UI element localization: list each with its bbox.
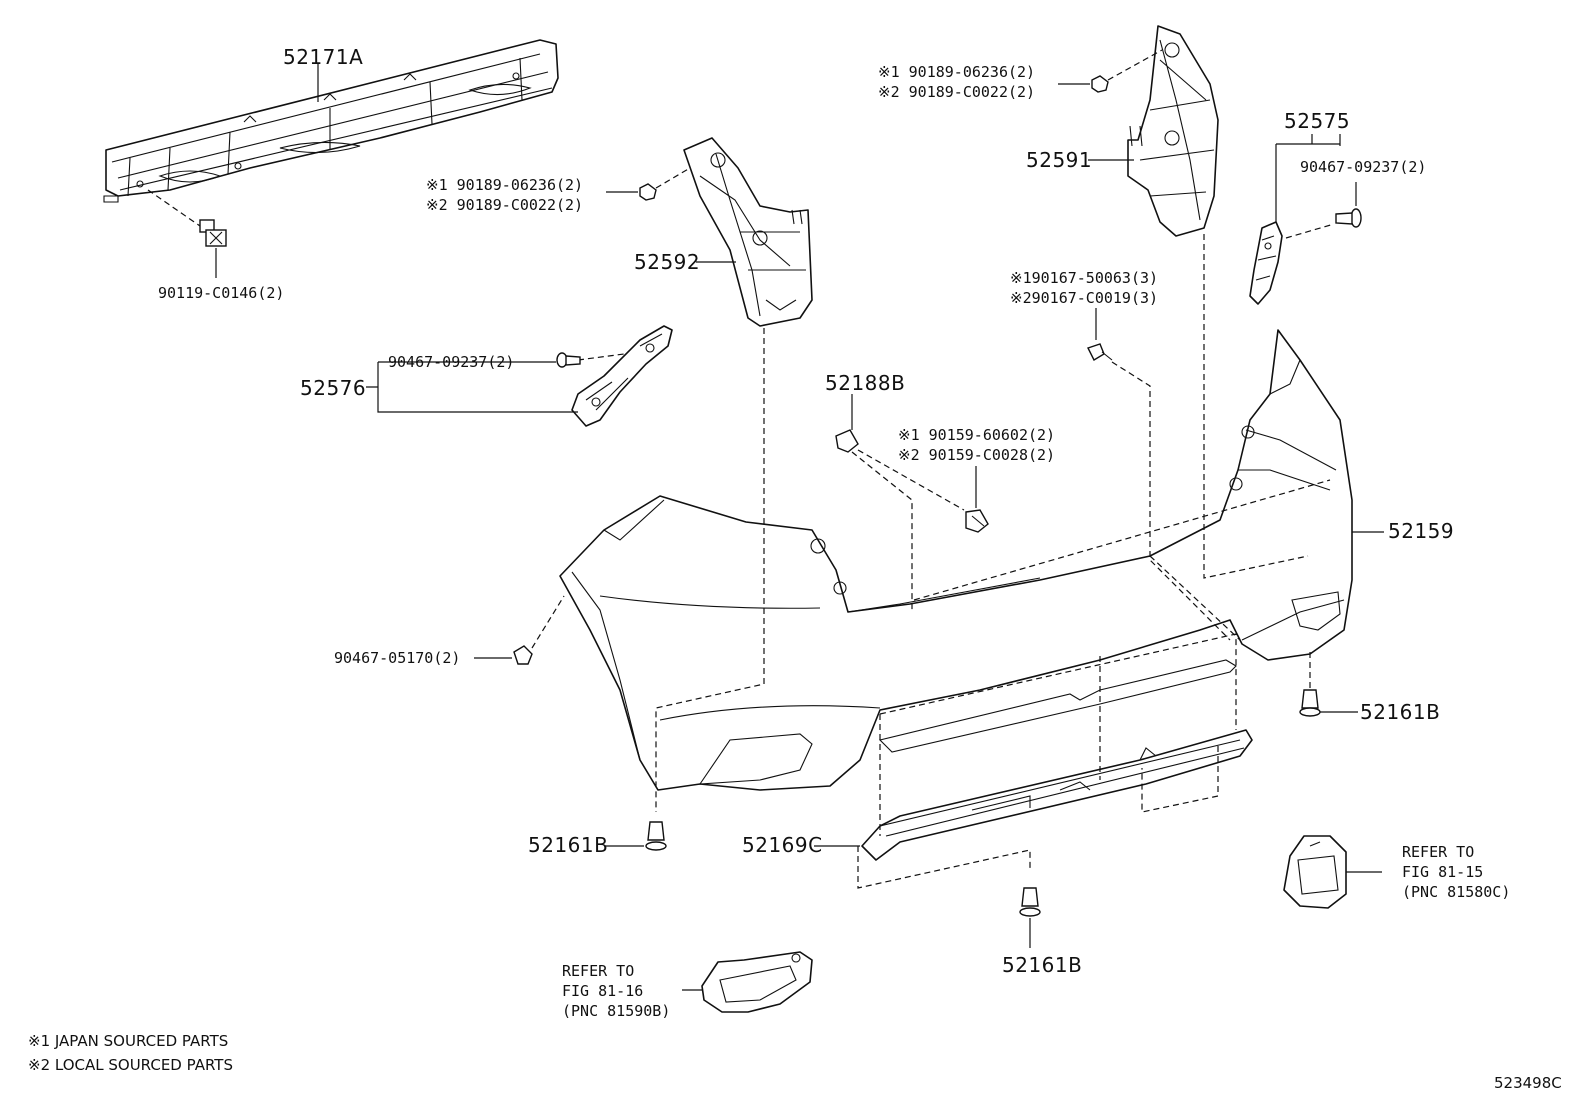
clip-52161b-right xyxy=(1299,652,1321,717)
retainer-52576 xyxy=(571,325,673,427)
screw-90167 xyxy=(1087,343,1231,641)
label-90167-c0019: ※290167-C0019(3) xyxy=(1010,289,1158,307)
label-90167-50063: ※190167-50063(3) xyxy=(1010,269,1158,287)
clip-52161b-left xyxy=(645,821,667,851)
label-90467-09237-left: 90467-09237(2) xyxy=(388,353,514,371)
label-90159-c0028: ※2 90159-C0028(2) xyxy=(898,446,1055,464)
bracket-line-52576 xyxy=(366,361,578,413)
label-90189-06236-right: ※1 90189-06236(2) xyxy=(878,63,1035,81)
bracket-52591 xyxy=(1127,25,1219,237)
label-52188b: 52188B xyxy=(825,371,905,395)
refer-left-line1: REFER TO xyxy=(562,962,634,980)
retainer-52575 xyxy=(1249,221,1283,305)
dashline-52592 xyxy=(655,328,765,812)
clip-90467-09237-right xyxy=(1285,208,1362,239)
label-90119-c0146: 90119-C0146(2) xyxy=(158,284,284,302)
nut-90189-left xyxy=(639,167,691,201)
screw-90467-05170 xyxy=(513,595,565,665)
clip-90467-09237-left xyxy=(556,352,625,368)
legend-local-sourced: ※2 LOCAL SOURCED PARTS xyxy=(28,1056,233,1074)
label-52169c: 52169C xyxy=(742,833,823,857)
garnish-52169c xyxy=(857,633,1253,889)
reflector-left xyxy=(701,951,813,1013)
label-52159: 52159 xyxy=(1388,519,1454,543)
refer-right-line3: (PNC 81580C) xyxy=(1402,883,1510,901)
label-52592: 52592 xyxy=(634,250,700,274)
label-52575: 52575 xyxy=(1284,109,1350,133)
legend-japan-sourced: ※1 JAPAN SOURCED PARTS xyxy=(28,1032,228,1050)
label-52161b-left: 52161B xyxy=(528,833,608,857)
clip-52161b-bottom xyxy=(1019,887,1041,917)
bumper-cover-52159 xyxy=(559,329,1353,791)
refer-left-line2: FIG 81-16 xyxy=(562,982,643,1000)
bolt-90119-c0146 xyxy=(147,189,227,247)
diagram-code: 523498C xyxy=(1494,1074,1562,1092)
clip-52188b xyxy=(835,429,965,612)
refer-right-line2: FIG 81-15 xyxy=(1402,863,1483,881)
label-90159-60602: ※1 90159-60602(2) xyxy=(898,426,1055,444)
bracket-52592 xyxy=(683,137,813,327)
bracket-line-52575 xyxy=(1275,134,1341,222)
refer-right-line1: REFER TO xyxy=(1402,843,1474,861)
label-52576: 52576 xyxy=(300,376,366,400)
bumper-reinforcement-52171a xyxy=(103,39,559,203)
label-52161b-bottom: 52161B xyxy=(1002,953,1082,977)
label-90467-05170: 90467-05170(2) xyxy=(334,649,460,667)
label-90189-c0022-right: ※2 90189-C0022(2) xyxy=(878,83,1035,101)
reflector-right xyxy=(1283,835,1347,909)
label-90467-09237-right: 90467-09237(2) xyxy=(1300,158,1426,176)
dashline-52591 xyxy=(1203,234,1309,579)
nut-90189-right xyxy=(1091,49,1163,93)
label-52591: 52591 xyxy=(1026,148,1092,172)
refer-left-line3: (PNC 81590B) xyxy=(562,1002,670,1020)
bolt-90159 xyxy=(965,509,989,533)
label-52171a: 52171A xyxy=(283,45,363,69)
label-90189-06236-left: ※1 90189-06236(2) xyxy=(426,176,583,194)
label-90189-c0022-left: ※2 90189-C0022(2) xyxy=(426,196,583,214)
label-52161b-right: 52161B xyxy=(1360,700,1440,724)
